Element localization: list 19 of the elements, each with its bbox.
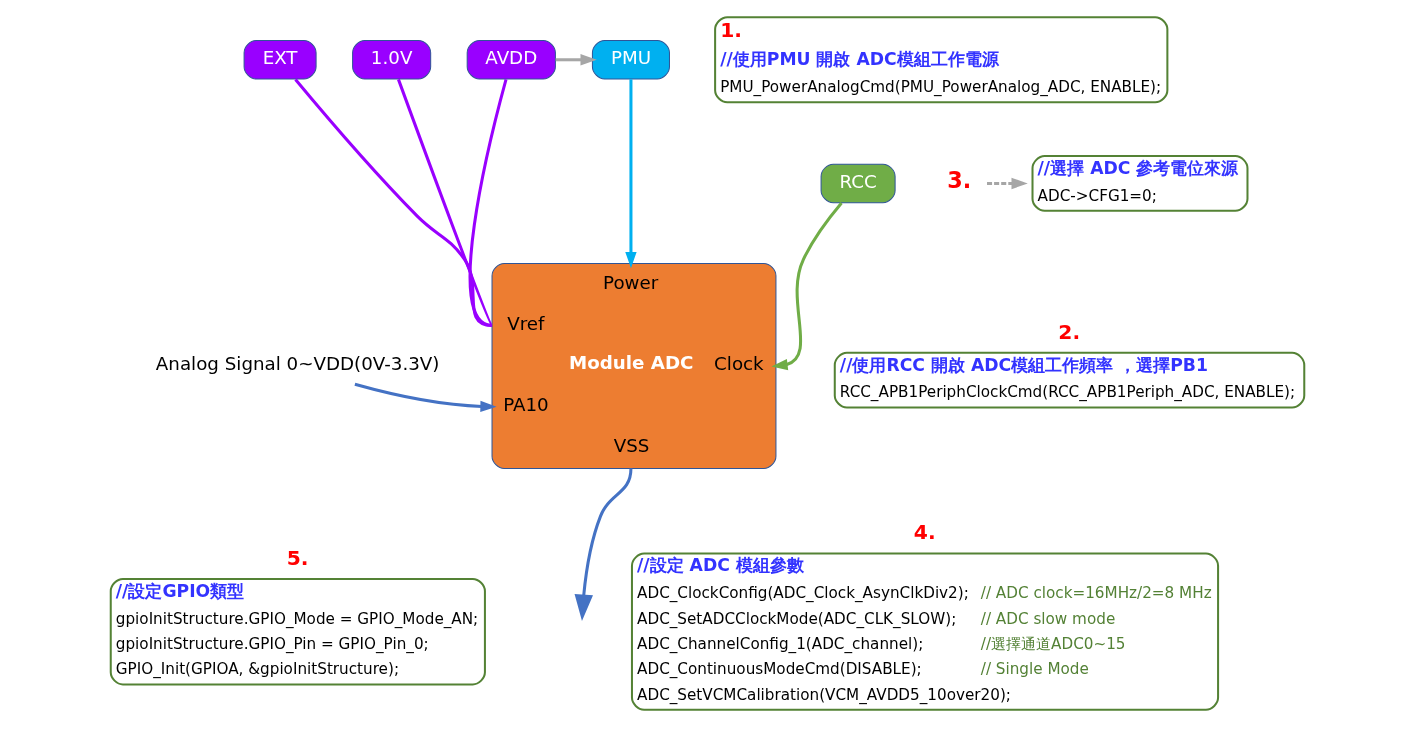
node-text: Analog Signal 0~VDD(0V-3.3V)	[155, 353, 439, 375]
node-box: EXT	[243, 40, 317, 80]
arrow	[770, 202, 843, 371]
arrow	[354, 382, 497, 413]
connector	[396, 78, 493, 327]
node-box: RCC	[820, 163, 896, 204]
node-text: 3.	[946, 167, 971, 194]
arrow	[624, 79, 637, 269]
arrow	[555, 54, 597, 66]
connector	[293, 78, 492, 327]
node-label: 2.	[1057, 319, 1080, 344]
arrow	[574, 468, 632, 621]
node-box: 1.0V	[351, 40, 431, 80]
connector	[468, 79, 507, 327]
node-box: PMU	[591, 40, 670, 80]
arrow	[986, 177, 1028, 190]
node-label: 5.	[286, 545, 308, 570]
node-box: AVDD	[466, 40, 556, 80]
node-label: 4.	[913, 520, 936, 545]
